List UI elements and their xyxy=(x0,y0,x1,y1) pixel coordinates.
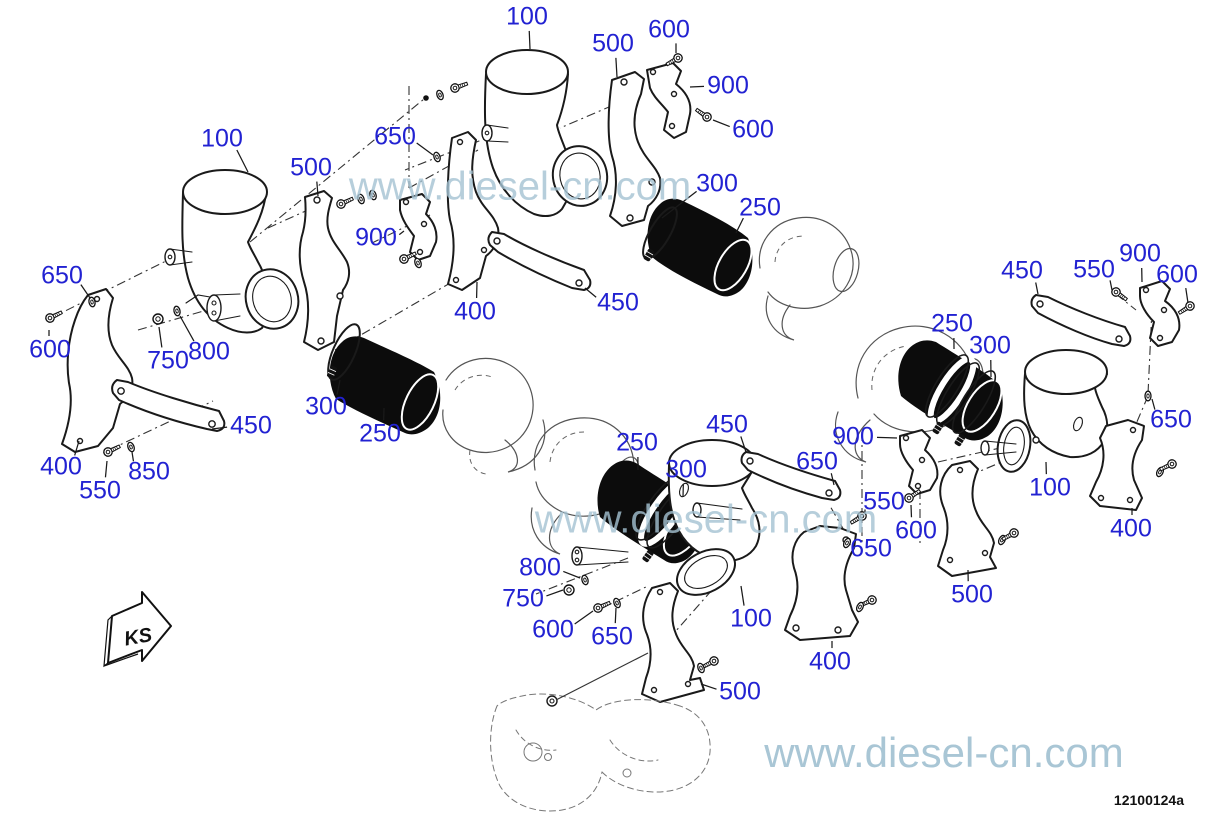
elbow-100-b xyxy=(481,49,609,218)
bracket-500-a xyxy=(298,190,351,351)
callout-leader-line xyxy=(80,284,91,299)
bracket-500-c xyxy=(641,582,705,703)
assembly-left xyxy=(43,169,546,475)
bracket-500-d xyxy=(937,460,997,577)
callout-leader-line xyxy=(563,570,581,579)
assembly-center-bottom xyxy=(490,417,879,812)
callout-leader-line xyxy=(546,589,564,597)
bracket-900-b-left xyxy=(399,193,438,261)
callout-leader-line xyxy=(735,217,744,234)
callout-leader-line xyxy=(398,230,405,236)
callout-leader-line xyxy=(740,585,745,606)
strap-450-b xyxy=(487,231,592,291)
callout-leader-line xyxy=(614,607,617,624)
callout-leader-line xyxy=(316,181,319,197)
bracket-500-b xyxy=(607,71,662,227)
clamp-300-d xyxy=(924,354,997,448)
elbow-a-boss-left xyxy=(164,248,193,266)
callout-leader-line xyxy=(1035,282,1039,295)
bracket-900-b xyxy=(646,62,692,139)
elbow-c-boss-left xyxy=(571,546,629,566)
callout-leader-line xyxy=(211,426,228,430)
clamp-300-a xyxy=(325,323,361,381)
turbo-outlet-sketch-b xyxy=(758,216,860,341)
hose-250-a xyxy=(329,336,441,435)
elbow-a-boss-bottom xyxy=(206,293,241,322)
callout-leader-line xyxy=(336,379,341,395)
assembly-right xyxy=(834,280,1197,577)
drawing-number: 12100124a xyxy=(1113,792,1184,808)
callout-leader-line xyxy=(158,326,163,348)
bracket-400-b xyxy=(446,131,500,291)
direction-arrow-label: KS xyxy=(123,624,155,651)
callout-leader-line xyxy=(104,460,108,478)
callout-leader-line xyxy=(131,451,135,462)
elbow-c-pin xyxy=(692,502,743,521)
callout-leader-line xyxy=(876,436,898,439)
bracket-900-d xyxy=(1139,280,1181,347)
callout-leader-line xyxy=(584,287,597,298)
bracket-900-d-left xyxy=(899,429,939,495)
hose-250-b xyxy=(647,198,753,297)
callout-leader-lines xyxy=(48,30,1189,690)
elbow-b-boss-left xyxy=(481,124,509,143)
callout-leader-line xyxy=(661,190,697,219)
bracket-400-d xyxy=(1089,419,1145,511)
callout-leader-line xyxy=(574,610,594,625)
engine-block-sketch xyxy=(490,652,711,812)
callout-leader-line xyxy=(179,315,195,342)
callout-leader-line xyxy=(528,30,531,50)
hose-250-d xyxy=(898,340,1003,441)
strap-450-a xyxy=(111,379,226,432)
callout-leader-line xyxy=(1185,287,1189,304)
callout-leader-line xyxy=(830,473,835,486)
callout-leader-line xyxy=(615,57,618,78)
callout-leader-line xyxy=(74,440,80,456)
direction-arrow: KS xyxy=(103,591,172,668)
hardware-a xyxy=(43,294,211,459)
bracket-400-a xyxy=(61,288,134,453)
callout-leader-line xyxy=(1151,398,1156,410)
hardware-b-top xyxy=(423,78,470,102)
elbow-100-d xyxy=(980,349,1109,473)
callout-leader-line xyxy=(416,142,434,156)
strap-450-c xyxy=(740,451,842,501)
elbow-100-c xyxy=(571,439,761,596)
callout-leader-line xyxy=(700,683,717,690)
callout-leader-line xyxy=(236,149,249,173)
elbow-100-a xyxy=(164,169,300,334)
assembly-top-middle xyxy=(334,49,860,341)
callout-leader-line xyxy=(712,119,730,128)
elbow-d-pin xyxy=(980,440,1017,456)
callout-leader-line xyxy=(740,436,747,453)
callout-leader-line xyxy=(1109,280,1113,291)
turbo-outlet-sketch-a xyxy=(442,357,546,475)
callout-leader-line xyxy=(689,85,705,88)
strap-450-d xyxy=(1030,294,1132,347)
